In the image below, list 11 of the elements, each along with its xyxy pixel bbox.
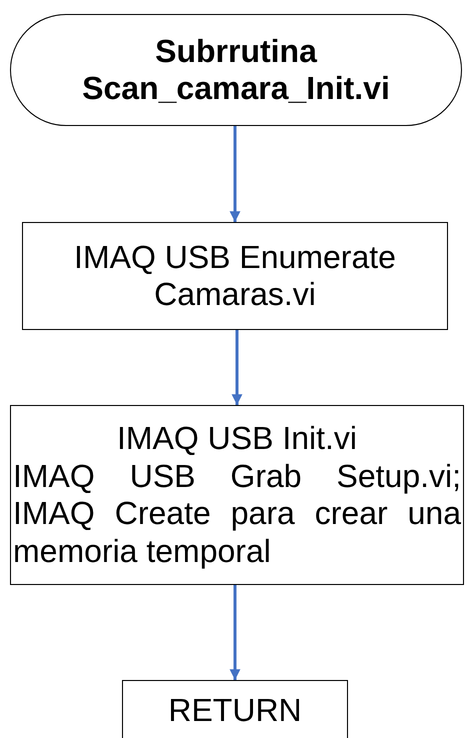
- node-text: RETURN: [167, 692, 303, 730]
- node-text: Subrrutina Scan_camara_Init.vi: [81, 32, 391, 108]
- node-text: IMAQ USB Enumerate Camaras.vi: [73, 238, 397, 314]
- process-box: [10, 405, 464, 585]
- arrow: [230, 126, 240, 222]
- arrow: [232, 330, 242, 405]
- node-text: IMAQ USB Grab Setup.vi; IMAQ Create para crear una memoria temporal: [13, 458, 461, 570]
- process-box: [22, 222, 448, 330]
- node-text: IMAQ USB Init.vi: [116, 420, 358, 458]
- process-box: [122, 680, 348, 738]
- arrow: [230, 585, 240, 680]
